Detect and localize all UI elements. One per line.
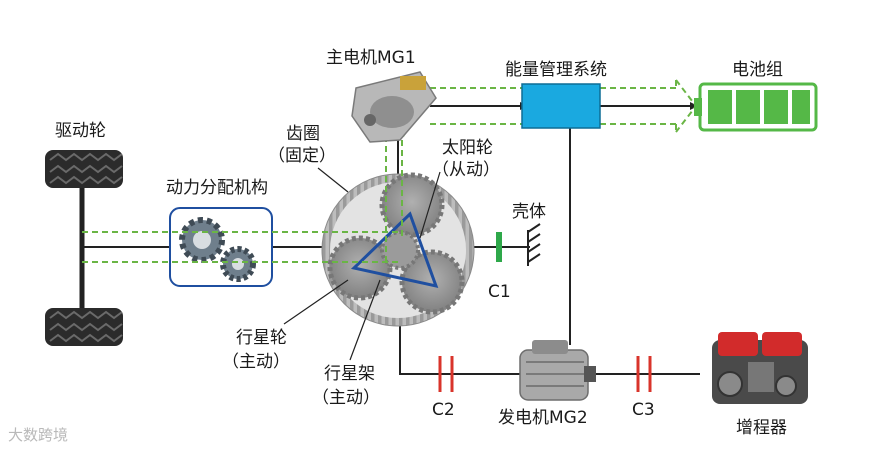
label-housing: 壳体 <box>512 202 546 222</box>
label-sun-gear: 太阳轮 <box>442 138 493 158</box>
planet-carrier <box>350 211 439 289</box>
battery-icon <box>694 82 818 132</box>
label-sun-gear-note: （从动） <box>432 160 500 180</box>
label-main-motor: 主电机MG1 <box>326 48 416 68</box>
motor-icon <box>351 71 437 143</box>
tire-icon <box>45 150 123 188</box>
clutch-c1 <box>496 232 502 262</box>
label-carrier-note: （主动） <box>312 388 380 408</box>
label-leaders <box>283 167 441 361</box>
gears-icon <box>179 217 256 282</box>
generator-icon <box>519 340 596 401</box>
label-battery: 电池组 <box>732 60 783 80</box>
clutch-c2 <box>438 356 454 392</box>
label-energy-management: 能量管理系统 <box>505 60 607 80</box>
label-range-extender: 增程器 <box>736 418 787 438</box>
planet-gear <box>379 172 445 238</box>
label-ring-gear-note: （固定） <box>268 146 336 166</box>
sun-gear <box>380 230 420 270</box>
label-carrier: 行星架 <box>324 364 375 384</box>
label-c1: C1 <box>488 282 511 302</box>
label-planet-gear-note: （主动） <box>222 352 290 372</box>
housing-ground <box>527 223 541 266</box>
clutch-c3 <box>636 356 652 392</box>
label-power-split: 动力分配机构 <box>166 178 268 198</box>
label-c3: C3 <box>632 400 655 420</box>
watermark: 大数跨境 <box>8 426 69 444</box>
tire-icon <box>45 308 123 346</box>
label-generator: 发电机MG2 <box>498 408 588 428</box>
planet-gear <box>399 249 465 315</box>
label-drive-wheel: 驱动轮 <box>55 121 106 141</box>
engine-icon <box>712 332 808 404</box>
label-c2: C2 <box>432 400 455 420</box>
label-ring-gear: 齿圈 <box>286 124 320 144</box>
energy-management-box <box>521 83 601 129</box>
label-planet-gear: 行星轮 <box>236 328 287 348</box>
